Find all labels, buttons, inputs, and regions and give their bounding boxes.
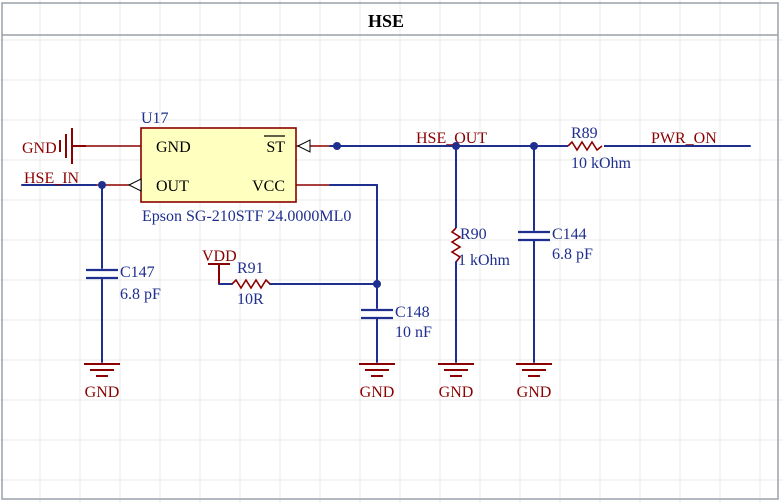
pwr-on-label: PWR_ON bbox=[651, 130, 717, 147]
r90-ref: R90 bbox=[460, 226, 487, 243]
gnd-symbol-left: GND bbox=[22, 128, 86, 164]
pin-label-out: OUT bbox=[156, 178, 189, 195]
vdd-label: VDD bbox=[202, 248, 237, 265]
ic-designator: U17 bbox=[141, 110, 169, 127]
c148-value: 10 nF bbox=[395, 324, 432, 341]
net-hse-in[interactable]: HSE_IN bbox=[21, 170, 106, 269]
gnd-c147-label: GND bbox=[85, 384, 120, 401]
c147-value: 6.8 pF bbox=[120, 286, 161, 303]
resistor-r91[interactable]: R91 10R bbox=[231, 260, 271, 308]
hse-out-label: HSE_OUT bbox=[416, 130, 487, 147]
gnd-c144-label: GND bbox=[517, 384, 552, 401]
gnd-c148-label: GND bbox=[360, 384, 395, 401]
ic-u17[interactable]: U17 Epson SG-210STF 24.0000ML0 GND OUT S… bbox=[86, 110, 351, 225]
out-output-arrow bbox=[127, 178, 142, 192]
gnd-left-label: GND bbox=[22, 140, 57, 157]
c147-ref: C147 bbox=[120, 264, 155, 281]
r91-ref: R91 bbox=[237, 260, 264, 277]
pin-label-gnd: GND bbox=[156, 139, 191, 156]
r89-ref: R89 bbox=[571, 125, 598, 142]
capacitor-c144[interactable]: C144 6.8 pF bbox=[518, 145, 593, 363]
net-vcc[interactable] bbox=[269, 184, 381, 309]
ic-body bbox=[140, 127, 297, 203]
resistor-r90[interactable]: R90 1 kOhm bbox=[450, 145, 511, 363]
capacitor-c148[interactable]: C148 10 nF bbox=[361, 304, 432, 363]
pin-label-vcc: VCC bbox=[252, 178, 285, 195]
r89-value: 10 kOhm bbox=[571, 155, 632, 172]
sheet-title: HSE bbox=[368, 11, 404, 31]
pin-label-st: ST bbox=[266, 139, 285, 156]
c144-ref: C144 bbox=[552, 226, 587, 243]
hse-in-label: HSE_IN bbox=[24, 170, 80, 187]
st-input-arrow bbox=[296, 139, 311, 153]
vdd-power-port: VDD bbox=[202, 248, 237, 285]
c148-ref: C148 bbox=[395, 304, 430, 321]
gnd-symbol-r90: GND bbox=[438, 363, 474, 401]
gnd-symbol-c144: GND bbox=[516, 363, 552, 401]
gnd-symbol-c148: GND bbox=[359, 363, 395, 401]
r91-value: 10R bbox=[237, 291, 264, 308]
gnd-symbol-c147: GND bbox=[84, 363, 120, 401]
ic-value: Epson SG-210STF 24.0000ML0 bbox=[142, 208, 351, 225]
c144-value: 6.8 pF bbox=[552, 246, 593, 263]
gnd-r90-label: GND bbox=[439, 384, 474, 401]
r90-value: 1 kOhm bbox=[458, 252, 511, 269]
resistor-r89[interactable]: R89 10 kOhm bbox=[567, 125, 632, 172]
capacitor-c147[interactable]: C147 6.8 pF bbox=[86, 264, 161, 363]
